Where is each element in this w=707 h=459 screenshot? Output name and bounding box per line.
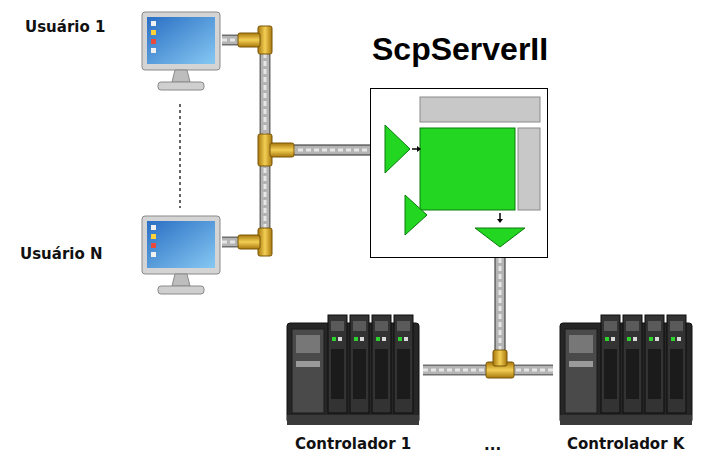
controller-image — [556, 305, 696, 430]
node-label: Usuário N — [20, 245, 103, 263]
pipe-fitting — [258, 134, 294, 166]
pipe-connector — [222, 150, 370, 242]
controller: Controlador 1 — [283, 305, 423, 457]
controller: Controlador K — [553, 305, 698, 457]
server-title: ScpServerII — [372, 31, 548, 68]
monitor-icon — [140, 214, 222, 300]
user-terminal: Usuário N — [15, 212, 222, 302]
server-graphic — [370, 88, 548, 258]
dashed-line — [179, 104, 181, 208]
pipe-connector — [222, 40, 370, 150]
node-label: Controlador K — [567, 435, 684, 453]
server-box: ScpServerII — [370, 88, 548, 258]
controller-image — [283, 305, 423, 430]
pipe-connector — [500, 258, 553, 370]
user-terminal: Usuário 1 — [15, 10, 222, 98]
ellipsis-label: ... — [484, 436, 501, 454]
node-label: Usuário 1 — [25, 18, 105, 36]
pipe-fitting — [238, 26, 272, 54]
pipe-fitting — [238, 228, 272, 256]
node-label: Controlador 1 — [295, 435, 411, 453]
monitor-icon — [140, 10, 222, 96]
pipe-fitting — [486, 350, 514, 378]
pipe-connector — [423, 258, 500, 370]
